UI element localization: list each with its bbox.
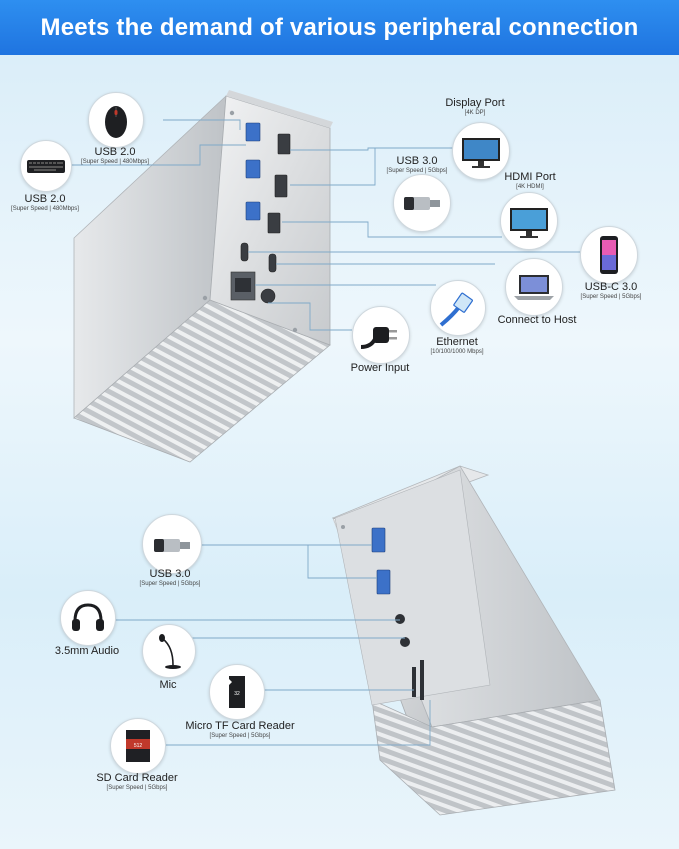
microphone-icon xyxy=(142,624,196,678)
label-audio: 3.5mm Audio xyxy=(42,645,132,657)
power-plug-icon xyxy=(352,306,410,364)
label-mic: Mic xyxy=(123,679,213,691)
mouse-icon xyxy=(88,92,144,148)
label-usb2-mouse: USB 2.0 [Super Speed | 480Mbps] xyxy=(70,146,160,165)
label-sub: [Super Speed | 480Mbps] xyxy=(81,159,149,165)
label-sub: [Super Speed | 5Gbps] xyxy=(106,785,168,791)
label-title: USB 3.0 xyxy=(149,568,191,580)
label-sub: [4K HDMI] xyxy=(516,184,544,190)
label-power: Power Input xyxy=(335,362,425,374)
usb-stick-front-icon xyxy=(142,514,202,574)
label-title: HDMI Port xyxy=(504,171,556,183)
svg-text:512: 512 xyxy=(134,743,143,749)
label-usbc: USB-C 3.0 [Super Speed | 5Gbps] xyxy=(566,281,656,300)
label-title: Mic xyxy=(159,679,177,691)
label-sub: [Super Speed | 5Gbps] xyxy=(139,581,201,587)
label-sub: [Super Speed | 480Mbps] xyxy=(11,206,79,212)
sd-card-icon: 512 xyxy=(110,718,166,774)
label-hdmi: HDMI Port [4K HDMI] xyxy=(485,171,575,190)
label-title: Connect to Host xyxy=(497,314,577,326)
banner-title: Meets the demand of various peripheral c… xyxy=(40,14,639,41)
ethernet-cable-icon xyxy=(430,280,486,336)
label-sub: [4K DP] xyxy=(464,110,486,116)
label-title: Display Port xyxy=(445,97,505,109)
label-title: USB 3.0 xyxy=(396,155,438,167)
label-sub: [Super Speed | 5Gbps] xyxy=(209,733,271,739)
label-title: USB-C 3.0 xyxy=(584,281,638,293)
label-sub: [Super Speed | 5Gbps] xyxy=(580,294,642,300)
label-sub: [10/100/1000 Mbps] xyxy=(430,349,484,355)
monitor-hdmi-icon xyxy=(500,192,558,250)
label-title: Micro TF Card Reader xyxy=(185,720,295,732)
monitor-displayport-icon xyxy=(452,122,510,180)
label-host: Connect to Host xyxy=(485,314,589,326)
label-title: 3.5mm Audio xyxy=(54,645,120,657)
label-sub: [Super Speed | 5Gbps] xyxy=(386,168,448,174)
label-usb3-top: USB 3.0 [Super Speed | 5Gbps] xyxy=(372,155,462,174)
headphones-icon xyxy=(60,590,116,646)
label-title: Power Input xyxy=(350,362,410,374)
label-title: USB 2.0 xyxy=(24,193,66,205)
dock-front-view xyxy=(331,465,616,816)
svg-text:32: 32 xyxy=(234,691,240,697)
label-title: SD Card Reader xyxy=(96,772,178,784)
dock-rear-view xyxy=(73,90,333,463)
banner: Meets the demand of various peripheral c… xyxy=(0,0,679,55)
label-usb2-keyboard: USB 2.0 [Super Speed | 480Mbps] xyxy=(0,193,90,212)
tf-card-icon: 32 xyxy=(209,664,265,720)
label-sd: SD Card Reader [Super Speed | 5Gbps] xyxy=(85,772,189,791)
label-displayport: Display Port [4K DP] xyxy=(430,97,520,116)
label-tf: Micro TF Card Reader [Super Speed | 5Gbp… xyxy=(180,720,300,739)
usb-stick-icon xyxy=(393,174,451,232)
label-usb3-front: USB 3.0 [Super Speed | 5Gbps] xyxy=(125,568,215,587)
label-title: Ethernet xyxy=(436,336,478,348)
phone-icon xyxy=(580,226,638,284)
label-ethernet: Ethernet [10/100/1000 Mbps] xyxy=(412,336,502,355)
keyboard-icon xyxy=(20,140,72,192)
laptop-icon xyxy=(505,258,563,316)
label-title: USB 2.0 xyxy=(94,146,136,158)
